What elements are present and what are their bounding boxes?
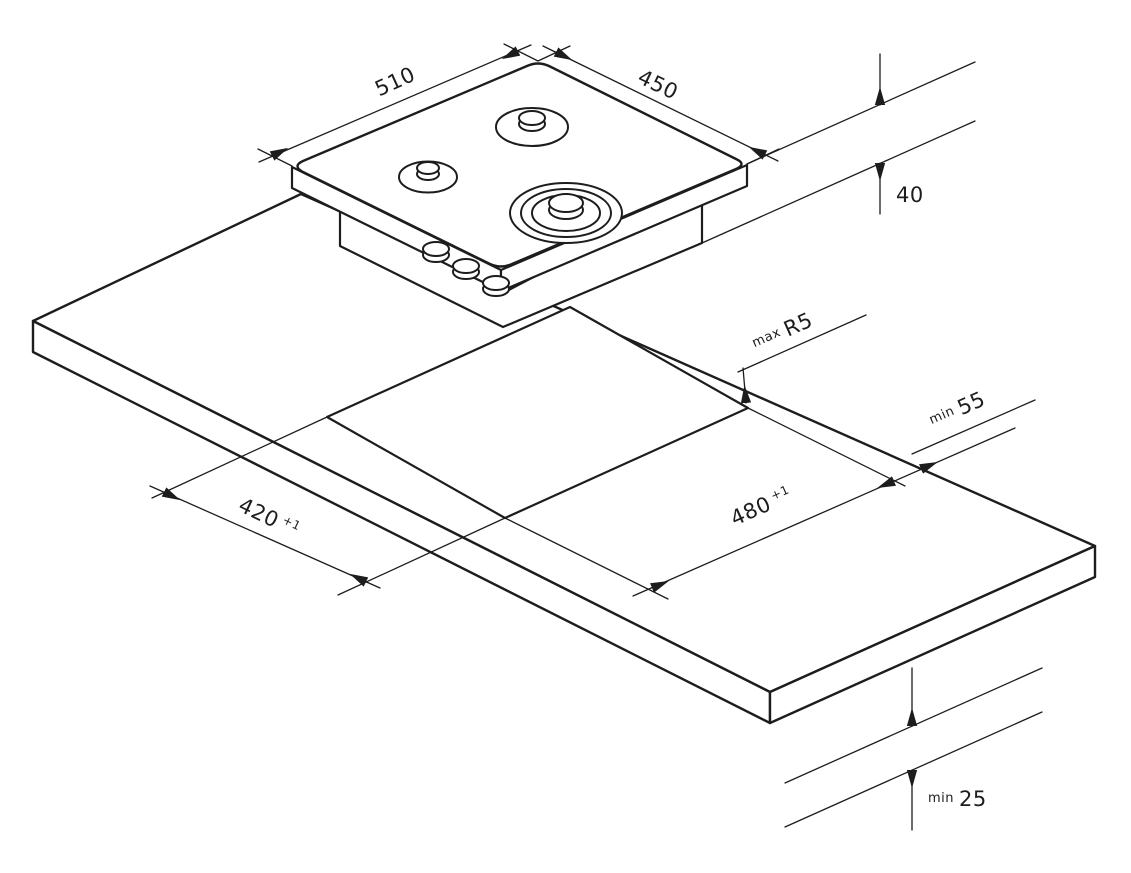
control-knob-top xyxy=(482,275,510,291)
dim-label-rear-clearance: min55 xyxy=(925,387,988,433)
arrowhead xyxy=(553,47,573,61)
extension-line xyxy=(503,43,539,62)
label-landing-line xyxy=(737,314,867,373)
arrowhead xyxy=(877,476,896,488)
dimension-line xyxy=(258,44,532,163)
dim-label-cutout-width: 420+1 xyxy=(235,493,303,542)
arrowhead xyxy=(349,573,369,587)
extension-line xyxy=(701,120,976,244)
arrowhead xyxy=(748,146,768,160)
dim-label-hob-width: 510 xyxy=(371,62,419,101)
reference-line xyxy=(784,711,1043,828)
dim-rear-clearance-min-55: min55 xyxy=(911,387,1036,474)
extension-line xyxy=(746,61,976,165)
extension-line xyxy=(537,45,571,62)
burner-small xyxy=(398,160,458,194)
leader-arrow xyxy=(740,367,752,404)
dim-hob-height-40: 40 xyxy=(701,53,976,244)
dimension-line xyxy=(149,485,381,589)
burner-cap-top xyxy=(518,110,546,126)
control-knobs xyxy=(422,241,510,297)
dim-label-hob-depth: 450 xyxy=(634,65,682,105)
arrowhead xyxy=(650,581,669,593)
dim-label-hob-height: 40 xyxy=(896,183,924,207)
extension-line xyxy=(151,416,328,499)
control-knob-top xyxy=(422,241,450,257)
extension-line xyxy=(504,517,669,600)
burner-cap-top xyxy=(548,193,584,213)
worktop-right-face xyxy=(768,544,1097,725)
dim-corner-radius-max-R5: maxR5 xyxy=(737,308,867,404)
burner-large xyxy=(509,182,623,244)
arrowhead xyxy=(919,462,938,474)
dimension-line xyxy=(542,45,779,162)
arrowhead xyxy=(269,147,289,161)
dimension-line xyxy=(632,427,1016,597)
label-landing-line xyxy=(911,399,1036,455)
control-knob-top xyxy=(452,258,480,274)
worktop xyxy=(31,192,1097,725)
burner-cap-top xyxy=(416,161,440,175)
arrowhead xyxy=(501,46,521,60)
burner-medium xyxy=(495,107,569,147)
dim-label-corner-radius: maxR5 xyxy=(748,308,816,356)
extension-line xyxy=(747,407,906,487)
hob-top-face xyxy=(296,62,743,268)
extension-line xyxy=(257,148,293,167)
hob xyxy=(290,62,749,329)
arrowhead xyxy=(161,487,181,501)
